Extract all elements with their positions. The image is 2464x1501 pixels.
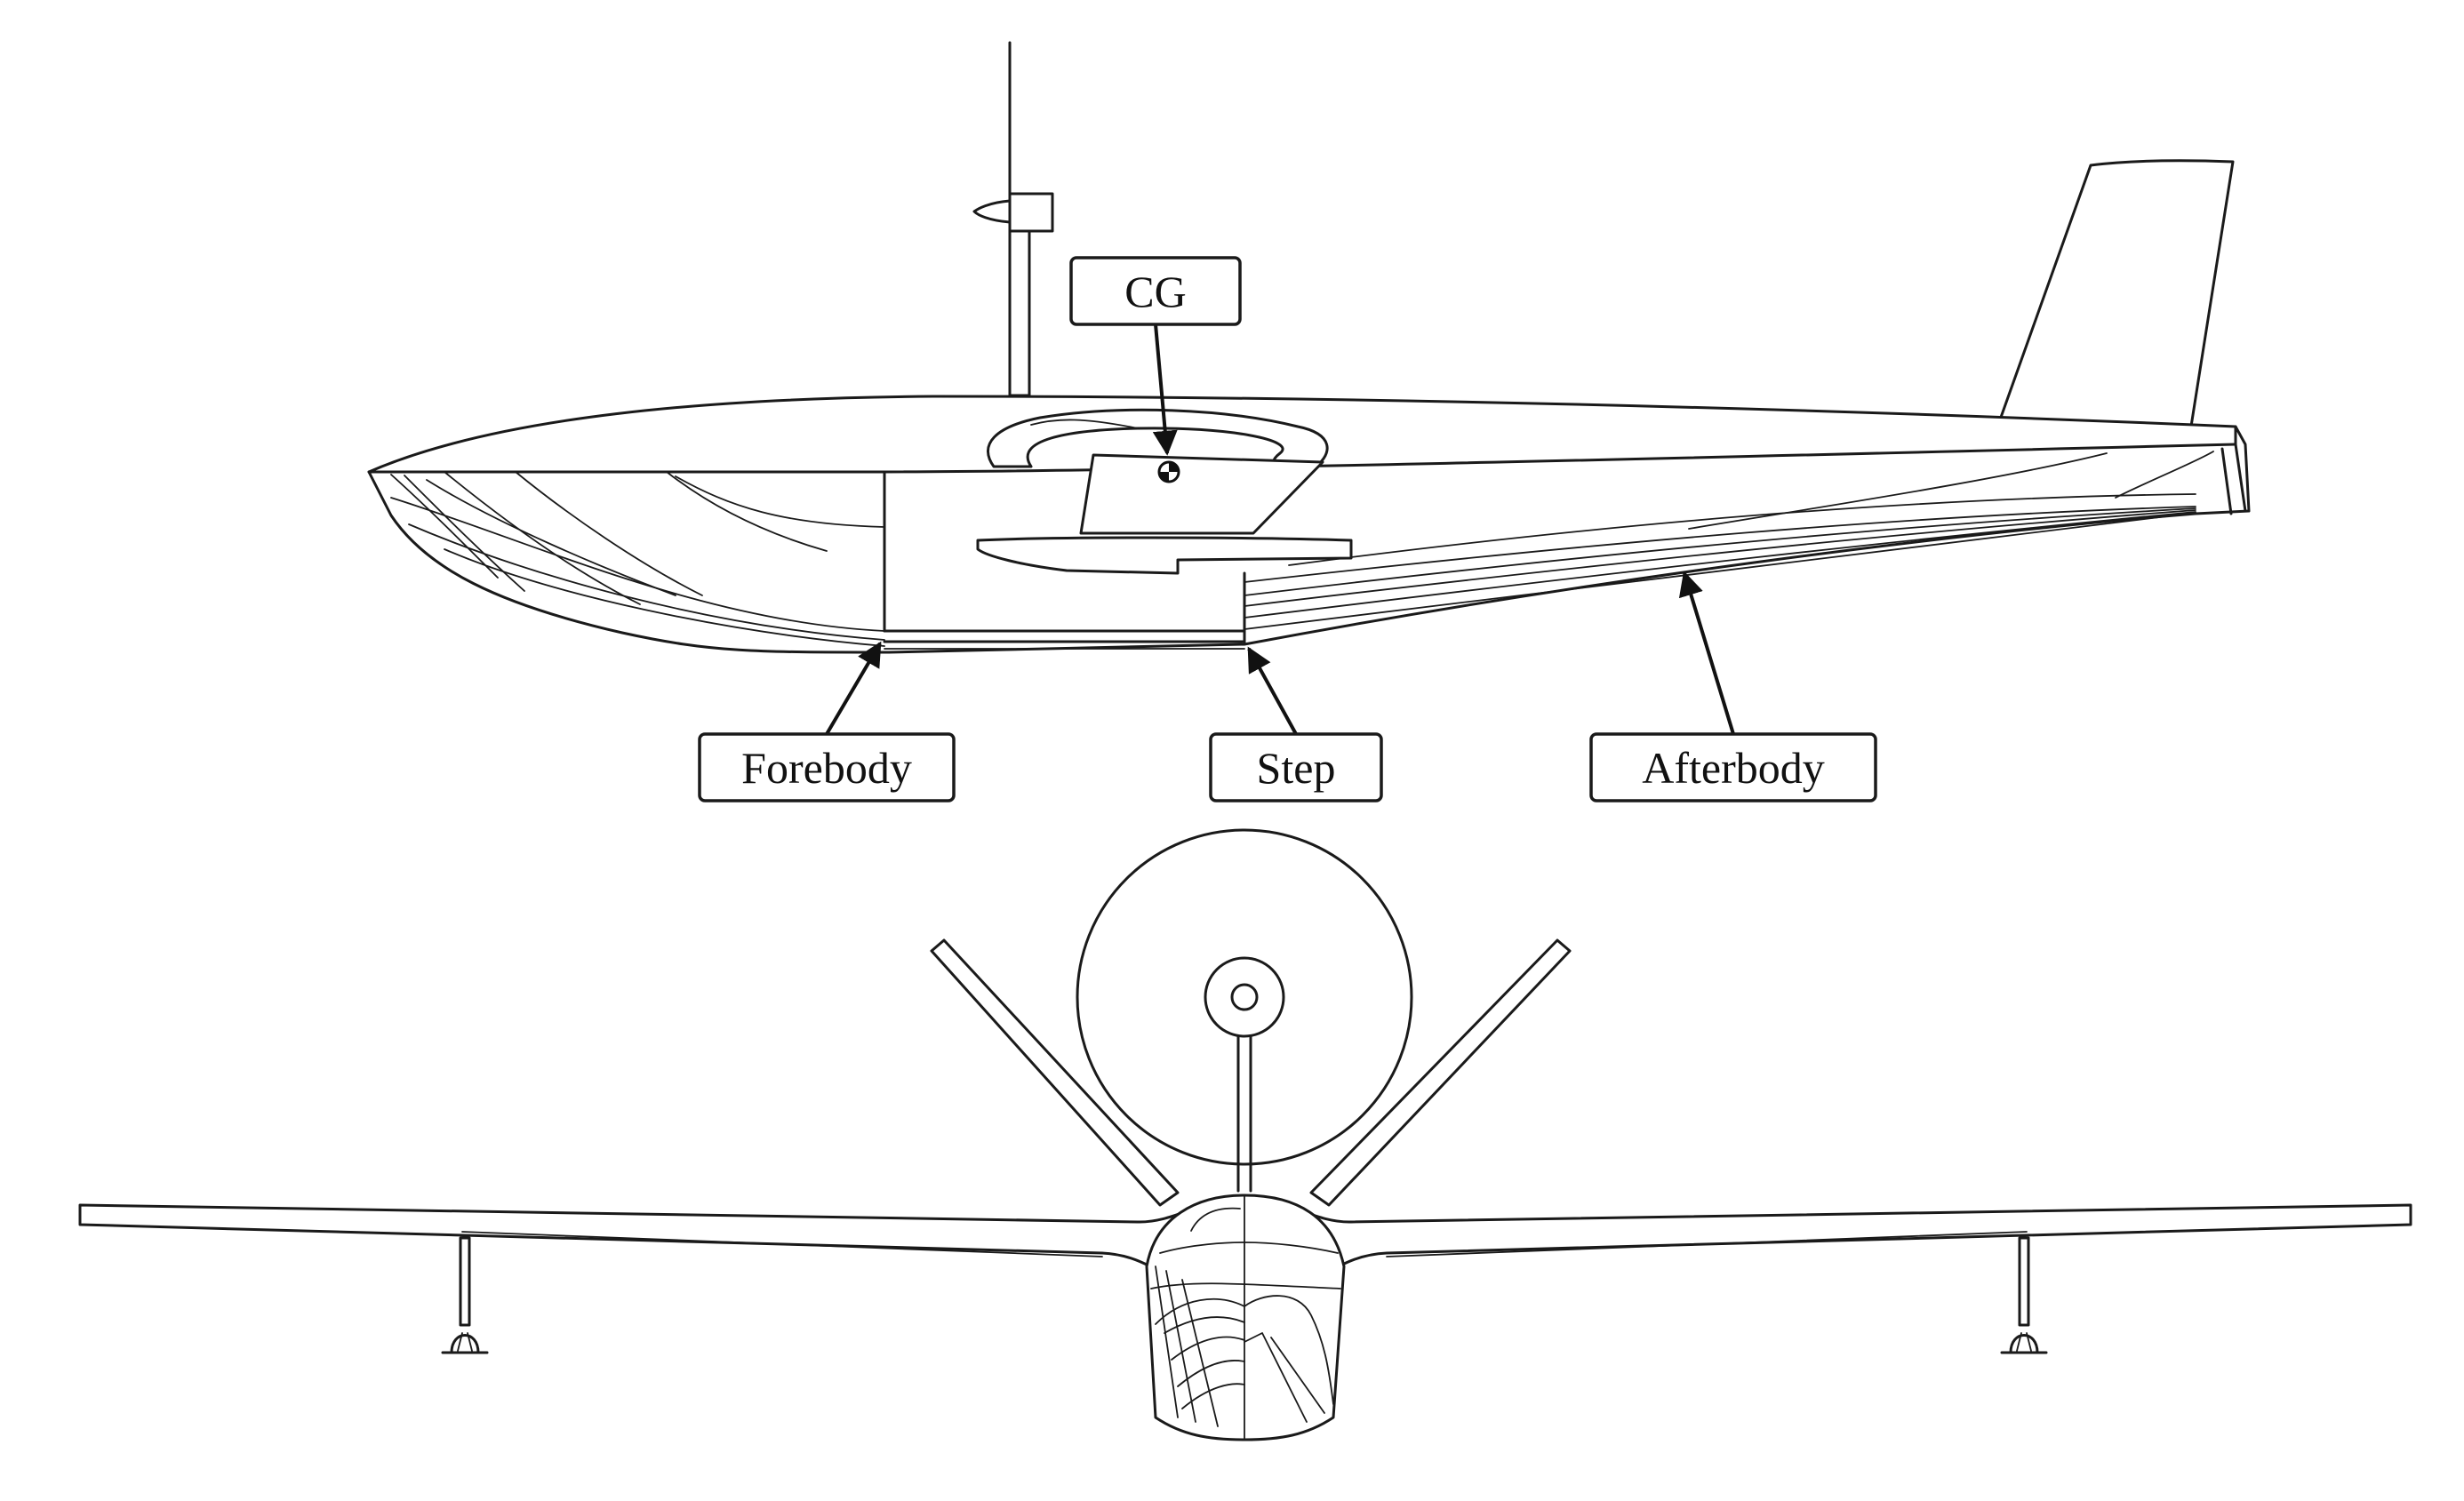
forebody-contours	[444, 471, 885, 605]
sponson-side	[976, 536, 1353, 575]
label-cg: CG	[1069, 256, 1242, 326]
label-afterbody-text: Afterbody	[1642, 743, 1825, 793]
side-view	[367, 41, 2251, 654]
label-step: Step	[1209, 732, 1383, 802]
label-step-text: Step	[1257, 743, 1336, 793]
afterbody-contours	[1688, 451, 2214, 530]
antenna-mast	[972, 41, 1054, 397]
wing-strut	[1079, 453, 1324, 535]
label-forebody: Forebody	[698, 732, 956, 802]
left-float	[441, 1236, 489, 1354]
cg-marker	[1157, 460, 1180, 483]
left-strut	[930, 938, 1180, 1207]
tail-cap	[2220, 425, 2247, 515]
label-afterbody: Afterbody	[1589, 732, 1877, 802]
spinner-inner	[1230, 983, 1259, 1011]
step-strip	[883, 629, 1246, 650]
label-forebody-text: Forebody	[741, 743, 912, 793]
front-mast	[1236, 1034, 1252, 1193]
right-float	[2000, 1236, 2048, 1354]
spinner-outer	[1204, 956, 1285, 1038]
front-view	[78, 828, 2412, 1441]
label-cg-text: CG	[1124, 267, 1186, 316]
propeller-disc	[1076, 828, 1413, 1166]
right-strut	[1309, 938, 1572, 1207]
tail-fin	[1996, 159, 2235, 434]
chine-line	[367, 443, 2237, 474]
forebody-stringers	[390, 474, 885, 647]
hull-front-details	[1150, 1194, 1341, 1441]
label-arrows	[825, 323, 1735, 736]
hull-front	[1145, 1194, 1346, 1441]
